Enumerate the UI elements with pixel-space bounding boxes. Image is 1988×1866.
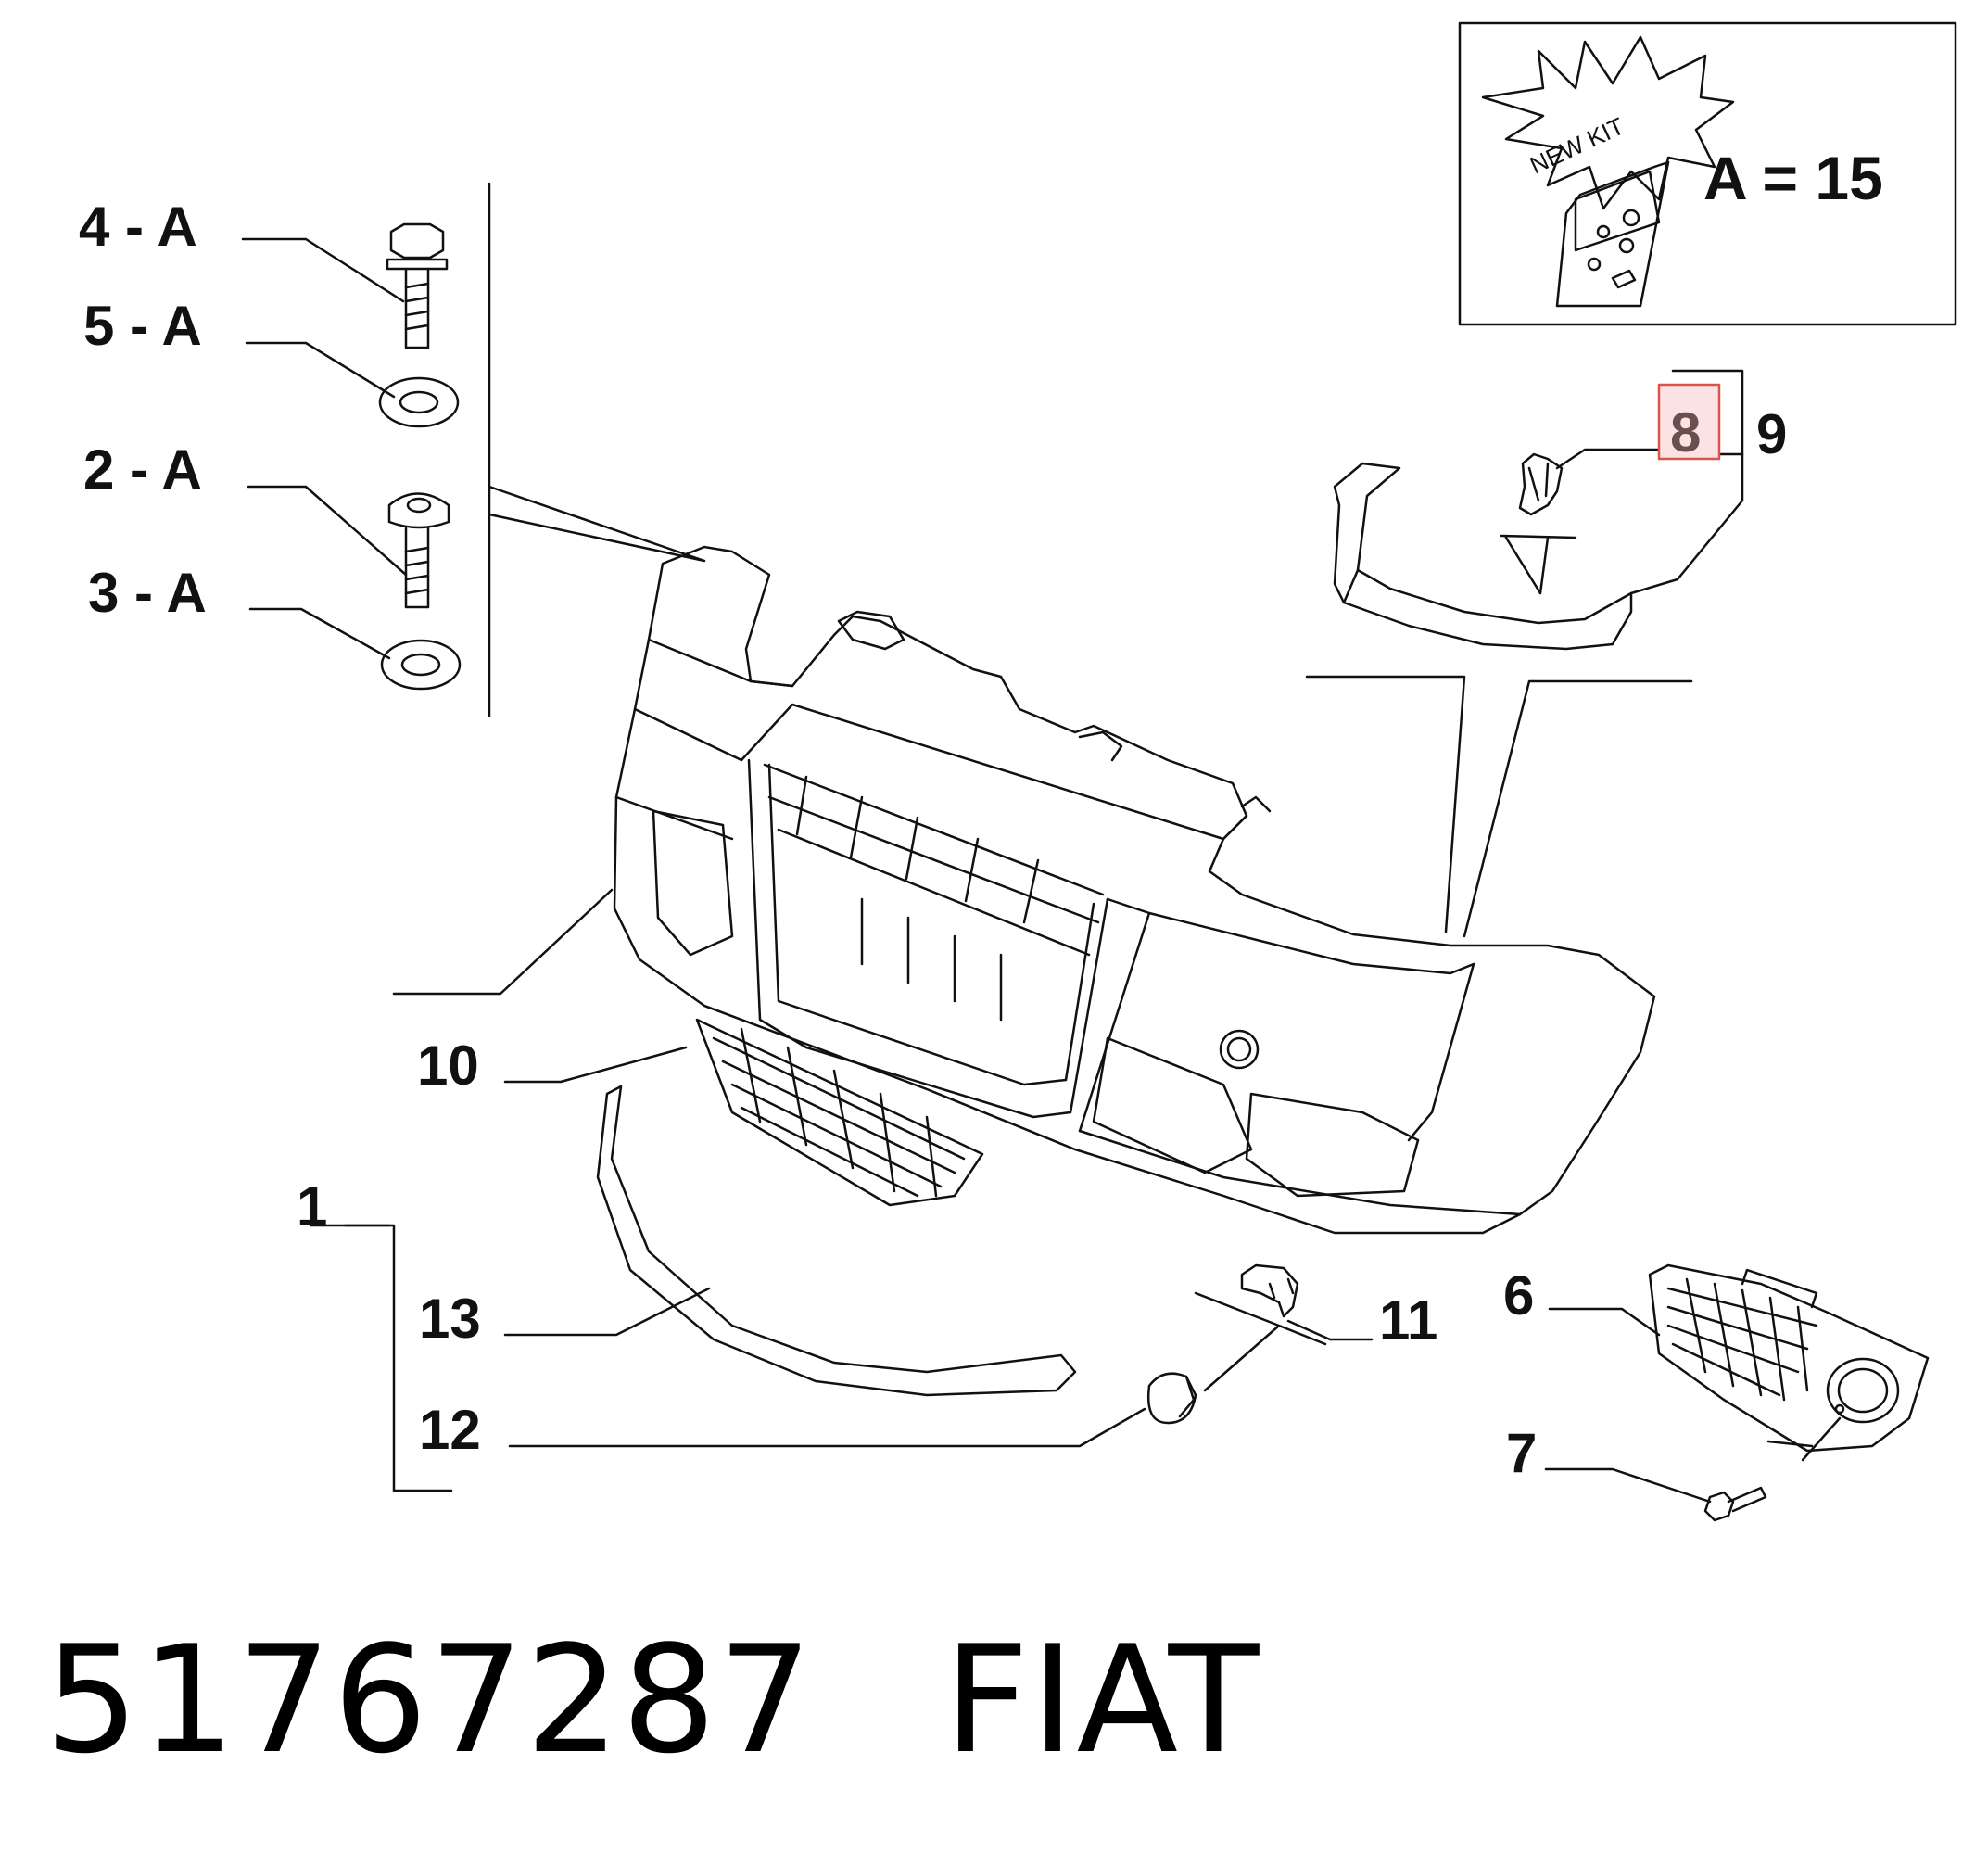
- callout-12: 12: [419, 1399, 481, 1461]
- callout-13: 13: [419, 1288, 481, 1350]
- callout-7: 7: [1506, 1422, 1537, 1484]
- callout-9: 9: [1756, 403, 1787, 465]
- new-kit-starburst-icon: [1481, 35, 1735, 308]
- plug-12-icon: [1146, 1372, 1197, 1425]
- callout-4-a: 4 - A: [79, 196, 197, 258]
- screw-7-icon: [1703, 1486, 1767, 1522]
- mesh-10-icon: [695, 1018, 984, 1207]
- bracket-11-icon: [1240, 1263, 1299, 1318]
- callout-1: 1: [297, 1175, 327, 1238]
- strip-13-icon: [596, 1085, 1077, 1397]
- bolt-4-icon: [386, 222, 449, 349]
- washer-3-icon: [380, 639, 462, 691]
- highlight-box-8: [1657, 383, 1721, 461]
- part-caption: 51767287 FIAT: [44, 1613, 1260, 1786]
- manufacturer-name: FIAT: [943, 1613, 1261, 1786]
- kit-formula: A = 15: [1703, 144, 1883, 212]
- callout-11: 11: [1379, 1289, 1437, 1352]
- bumper-1-icon: [613, 545, 1656, 1235]
- washer-5-icon: [378, 376, 460, 428]
- strip-9-icon: [1333, 462, 1633, 651]
- callout-5-a: 5 - A: [83, 295, 202, 357]
- part-number: 51767287: [44, 1613, 815, 1786]
- kit-box: [1458, 21, 1957, 326]
- fog-grille-6-icon: [1648, 1263, 1930, 1453]
- callout-6: 6: [1503, 1264, 1534, 1327]
- callout-2-a: 2 - A: [83, 438, 202, 501]
- callout-8: 8: [1670, 401, 1701, 463]
- callout-3-a: 3 - A: [88, 562, 207, 624]
- callout-10: 10: [417, 1035, 479, 1097]
- bolt-2-icon: [387, 492, 450, 609]
- clip-8-icon: [1518, 452, 1564, 516]
